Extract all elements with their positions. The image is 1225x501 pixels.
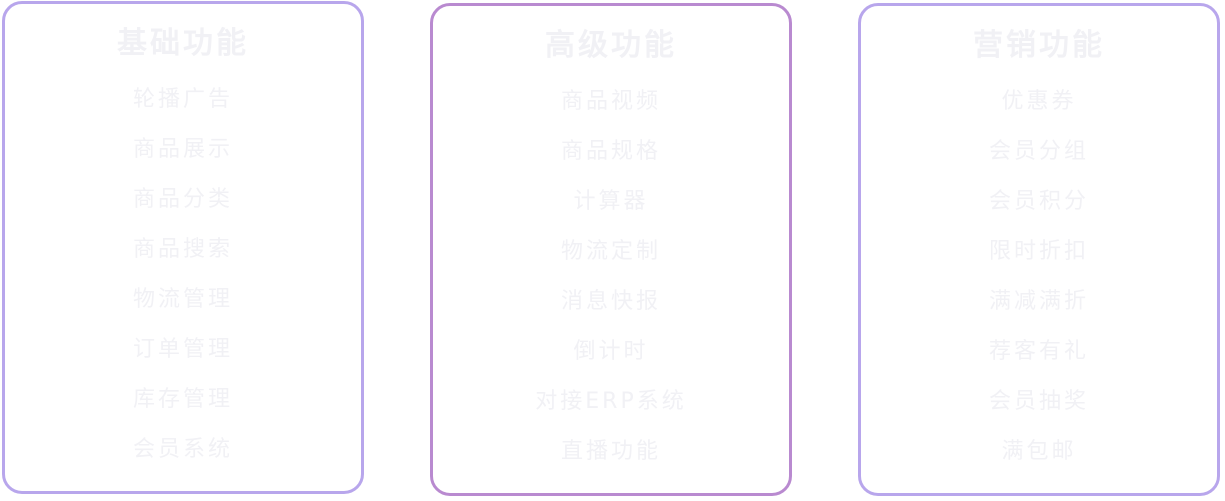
card-title: 营销功能 xyxy=(973,28,1105,63)
list-item: 满减满折 xyxy=(988,289,1089,314)
list-item: 会员抽奖 xyxy=(988,389,1089,414)
list-item: 对接ERP系统 xyxy=(535,389,687,414)
card-advanced-features: 高级功能 商品视频 商品规格 计算器 物流定制 消息快报 倒计时 对接ERP系统… xyxy=(430,3,792,496)
list-item: 会员分组 xyxy=(988,139,1089,164)
feature-list: 商品视频 商品规格 计算器 物流定制 消息快报 倒计时 对接ERP系统 直播功能 xyxy=(433,84,789,484)
list-item: 商品展示 xyxy=(132,137,233,162)
list-item: 荐客有礼 xyxy=(988,339,1089,364)
list-item: 商品搜索 xyxy=(132,237,233,262)
card-title: 高级功能 xyxy=(545,28,677,63)
list-item: 会员积分 xyxy=(988,189,1089,214)
list-item: 满包邮 xyxy=(1001,439,1077,464)
list-item: 商品分类 xyxy=(132,187,233,212)
list-item: 直播功能 xyxy=(560,439,661,464)
card-marketing-features: 营销功能 优惠券 会员分组 会员积分 限时折扣 满减满折 荐客有礼 会员抽奖 满… xyxy=(858,3,1220,496)
list-item: 订单管理 xyxy=(132,337,233,362)
list-item: 计算器 xyxy=(573,189,649,214)
list-item: 限时折扣 xyxy=(988,239,1089,264)
list-item: 库存管理 xyxy=(132,387,233,412)
list-item: 消息快报 xyxy=(560,289,661,314)
card-basic-features: 基础功能 轮播广告 商品展示 商品分类 商品搜索 物流管理 订单管理 库存管理 … xyxy=(2,1,364,494)
feature-list: 优惠券 会员分组 会员积分 限时折扣 满减满折 荐客有礼 会员抽奖 满包邮 xyxy=(861,84,1217,484)
list-item: 优惠券 xyxy=(1001,89,1077,114)
list-item: 轮播广告 xyxy=(132,87,233,112)
list-item: 商品视频 xyxy=(560,89,661,114)
list-item: 会员系统 xyxy=(132,437,233,462)
list-item: 物流管理 xyxy=(132,287,233,312)
card-title: 基础功能 xyxy=(117,26,249,61)
list-item: 商品规格 xyxy=(560,139,661,164)
list-item: 倒计时 xyxy=(573,339,649,364)
list-item: 物流定制 xyxy=(560,239,661,264)
feature-list: 轮播广告 商品展示 商品分类 商品搜索 物流管理 订单管理 库存管理 会员系统 xyxy=(5,82,361,482)
